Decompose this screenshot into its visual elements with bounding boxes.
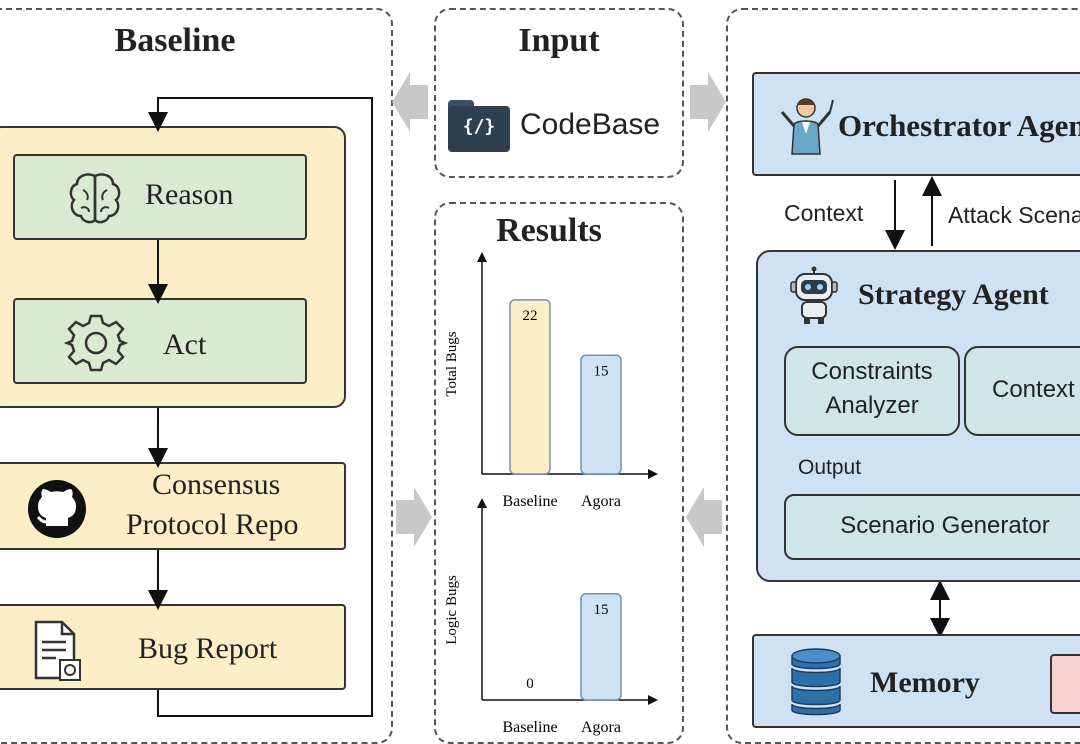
constraints-label-line2: Analyzer — [825, 392, 919, 419]
constraints-analyzer-box: Constraints Analyzer — [784, 346, 960, 436]
chart-value-label: 15 — [594, 602, 609, 618]
code-icon-text: {/} — [462, 116, 496, 137]
chart-bar-agora — [580, 354, 622, 475]
reason-label: Reason — [145, 178, 234, 211]
chart-tick-label: Agora — [581, 493, 621, 510]
arrow-agora-to-results — [686, 487, 722, 547]
context-box: Context — [964, 346, 1080, 436]
baseline-title: Baseline — [114, 22, 236, 59]
github-icon — [28, 480, 86, 538]
chart-tick-label: Baseline — [502, 719, 557, 736]
chart-value-label: 0 — [526, 676, 534, 692]
orchestrator-label: Orchestrator Agent — [838, 108, 1080, 143]
arrow-input-to-agora — [690, 72, 726, 132]
input-panel — [434, 8, 684, 178]
chart-y-label: Logic Bugs — [444, 575, 460, 645]
strategy-agent-box: Strategy Agent Constraints Analyzer Cont… — [756, 250, 1080, 582]
conductor-icon — [780, 98, 834, 155]
reason-box: Reason — [13, 154, 307, 240]
robot-icon — [790, 266, 838, 324]
chart-y-label: Total Bugs — [444, 331, 460, 396]
chart-tick-label: Baseline — [502, 493, 557, 510]
results-title: Results — [496, 212, 602, 249]
baseline-flow-arrows — [148, 97, 373, 717]
gear-icon — [63, 314, 129, 372]
arrow-baseline-to-results — [396, 487, 432, 547]
chart-x-axis-arrow — [648, 469, 658, 479]
chart-bar-agora — [580, 593, 622, 701]
folder-code-icon: {/} — [448, 100, 510, 152]
database-icon — [791, 648, 841, 716]
chart-value-label: 22 — [523, 308, 538, 324]
baseline-panel — [0, 8, 393, 744]
scenario-generator-box: Scenario Generator — [784, 494, 1080, 560]
bug-report-label: Bug Report — [138, 632, 278, 665]
memory-box: Memory — [752, 634, 1080, 728]
act-box: Act — [13, 298, 307, 384]
orchestrator-box: Orchestrator Agent — [752, 72, 1080, 176]
input-title: Input — [518, 22, 600, 59]
bug-report-icon — [34, 620, 81, 681]
chart-tick-label: Agora — [581, 719, 621, 736]
chart-y-axis-arrow — [477, 498, 487, 508]
chart-bar-baseline — [509, 299, 551, 475]
context-box-label: Context — [992, 376, 1075, 403]
constraints-label-line1: Constraints — [811, 358, 933, 385]
bug-report-box: Bug Report — [0, 604, 346, 690]
act-label: Act — [163, 328, 207, 361]
chart-x-axis-arrow — [648, 695, 658, 705]
brain-icon — [69, 173, 121, 224]
output-label: Output — [798, 456, 862, 479]
agora-panel — [726, 8, 1080, 744]
scenario-generator-label: Scenario Generator — [840, 512, 1050, 539]
chart-value-label: 15 — [594, 363, 609, 379]
repo-label-line2: Protocol Repo — [126, 508, 299, 541]
context-arrow-label: Context — [784, 200, 864, 226]
arrow-input-to-baseline — [392, 72, 428, 132]
repo-label-line1: Consensus — [152, 468, 281, 501]
memory-item-box — [1050, 654, 1080, 714]
attack-scenario-arrow-label: Attack Scenario — [948, 202, 1080, 228]
codebase-label: CodeBase — [520, 108, 661, 141]
results-panel — [434, 202, 684, 744]
repo-box: Consensus Protocol Repo — [0, 462, 346, 550]
strategy-agent-label: Strategy Agent — [858, 278, 1049, 311]
chart-y-axis-arrow — [477, 252, 487, 262]
memory-label: Memory — [870, 666, 980, 699]
